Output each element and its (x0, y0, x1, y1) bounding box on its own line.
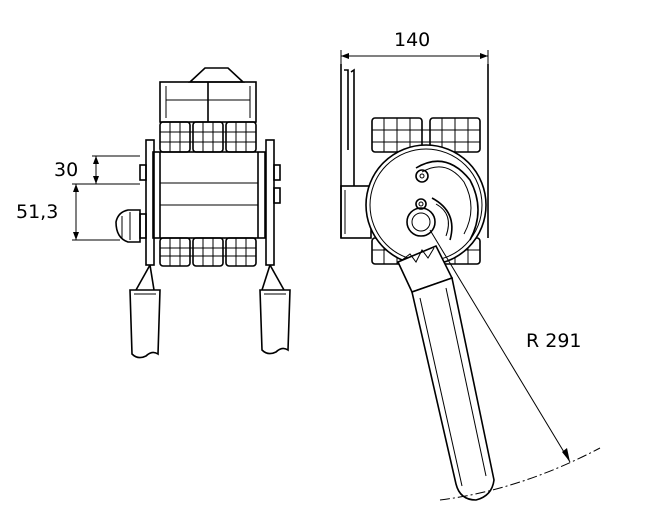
dim-140-label: 140 (394, 29, 430, 51)
front-view: 30 51,3 (16, 67, 291, 359)
dim-30-label: 30 (54, 159, 78, 181)
dimension-51-3: 51,3 (16, 183, 120, 241)
dimension-30: 30 (54, 155, 140, 185)
dim-51-3-label: 51,3 (16, 201, 58, 223)
pivot-hub (406, 198, 436, 237)
lever-arm (396, 229, 571, 501)
right-handle (259, 264, 291, 355)
left-handle (129, 264, 161, 359)
dimension-140: 140 (340, 29, 489, 80)
lower-fittings (159, 237, 257, 267)
side-view: 140 (340, 29, 601, 501)
radius-label: R 291 (526, 330, 582, 352)
radius-arc (439, 447, 601, 501)
side-knob (115, 209, 147, 243)
upper-fittings (159, 121, 257, 153)
